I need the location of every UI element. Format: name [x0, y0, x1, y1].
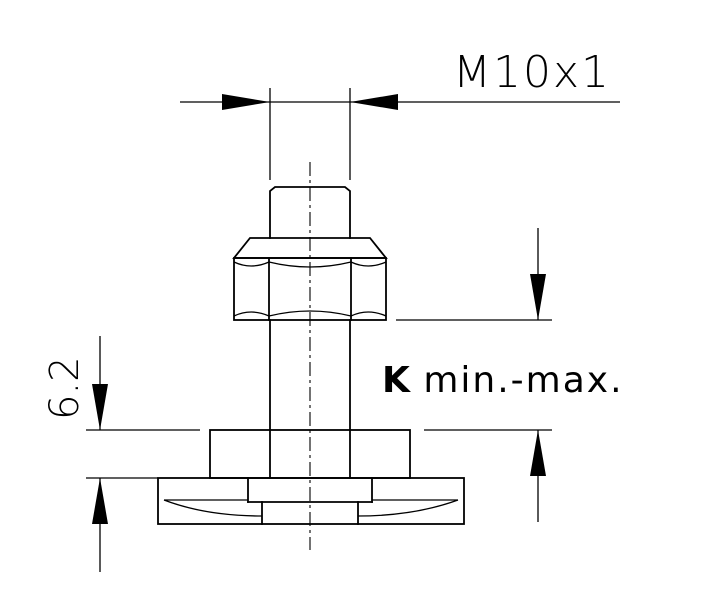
- nut-arc-bottom-left: [233, 311, 270, 317]
- nut-arc-top-left: [233, 261, 270, 267]
- base-plate-outline: [157, 477, 465, 525]
- base-plate: [157, 477, 465, 525]
- k-arrow-top: [530, 274, 546, 320]
- hex-nut: [232, 237, 388, 321]
- nut-arc-bottom-right: [350, 311, 387, 317]
- k-arrow-bottom: [530, 430, 546, 476]
- thread-arrow-right: [350, 94, 398, 110]
- k-range-label: min.-max.: [410, 360, 624, 401]
- k-label: K min.-max.: [382, 360, 624, 401]
- height-label: 6.2: [42, 356, 88, 420]
- thread-dimension: M10x1: [180, 47, 620, 180]
- nut-arc-bottom-center: [268, 310, 352, 317]
- thread-label: M10x1: [453, 47, 611, 98]
- cushion-curve-right: [357, 499, 459, 517]
- k-dimension: K min.-max.: [382, 228, 624, 522]
- nut-arc-top-right: [350, 261, 387, 267]
- k-symbol: K: [382, 360, 411, 401]
- thread-arrow-left: [222, 94, 270, 110]
- height-arrow-bottom: [92, 478, 108, 524]
- height-arrow-top: [92, 384, 108, 430]
- cushion-curve-left: [163, 499, 263, 517]
- height-dimension: 6.2: [42, 336, 200, 572]
